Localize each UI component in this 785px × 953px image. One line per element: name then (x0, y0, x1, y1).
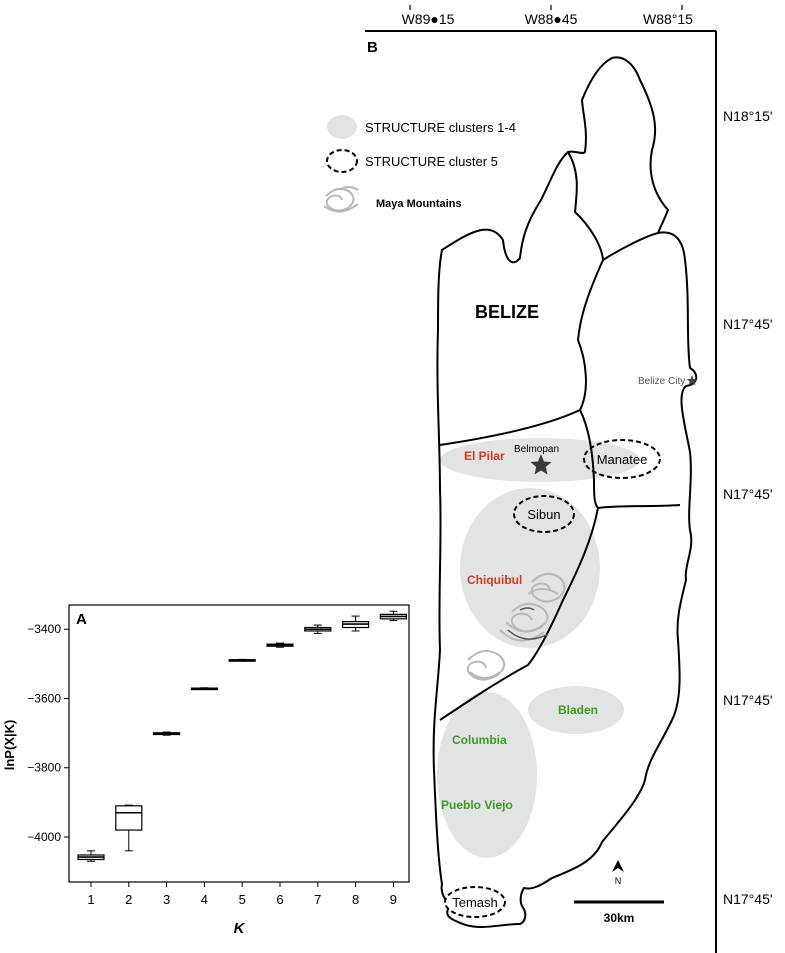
x-tick-label: 3 (163, 892, 170, 907)
top-axis-label: W88●45 (525, 11, 578, 27)
district-boundary-belize (579, 409, 681, 510)
top-axis-label: W88°15 (643, 11, 693, 27)
north-arrow-icon: N (612, 860, 624, 886)
site-label-pueblo-viejo: Pueblo Viejo (441, 798, 513, 812)
district-boundary-cayo (439, 259, 604, 446)
right-axis-label: N18°15' (723, 108, 773, 124)
panel-b-map: W89●15 W88●45 W88°15 N18°15' N17°45' N17… (323, 5, 773, 953)
maya-mountains-icon (466, 572, 566, 681)
y-tick-label: −3800 (27, 761, 61, 775)
box-k5 (228, 658, 256, 662)
box-iqr (115, 805, 143, 831)
country-label: BELIZE (475, 302, 539, 322)
belmopan-label: Belmopan (514, 444, 559, 455)
site-label-temash: Temash (452, 895, 498, 910)
panel-b-letter: B (367, 39, 378, 56)
box-k1 (77, 850, 105, 862)
x-axis-ticks: 1 2 3 4 5 6 7 8 9 (87, 882, 397, 907)
box-k6 (266, 642, 294, 648)
site-label-manatee: Manatee (597, 452, 648, 467)
right-axis-label: N17°45' (723, 891, 773, 907)
map-legend: STRUCTURE clusters 1-4 STRUCTURE cluster… (323, 115, 516, 213)
x-tick-label: 6 (276, 892, 283, 907)
x-axis-label: K (234, 920, 246, 937)
box-k3 (153, 731, 181, 736)
top-axis-label: W89●15 (402, 11, 455, 27)
x-tick-label: 5 (239, 892, 246, 907)
x-tick-label: 9 (390, 892, 397, 907)
panel-a-chart: A −3400 −3600 −3800 −4000 1 2 3 4 5 6 7 8 9 lnP(X|K… (2, 604, 410, 937)
district-boundary-stann-creek (439, 507, 599, 721)
scale-label: 30km (604, 911, 635, 925)
box-plot-series (77, 610, 407, 862)
site-label-sibun: Sibun (527, 507, 560, 522)
right-axis-label: N17°45' (723, 316, 773, 332)
site-label-el-pilar: El Pilar (464, 449, 505, 463)
north-label: N (615, 876, 622, 886)
y-tick-label: −3600 (27, 691, 61, 705)
district-boundary-north (567, 151, 659, 262)
cluster-region-bladen (528, 686, 624, 734)
chart-frame (68, 604, 410, 883)
legend-swatch-mountains-icon (323, 186, 359, 213)
y-tick-label: −4000 (27, 830, 61, 844)
x-tick-label: 1 (87, 892, 94, 907)
legend-label-mountains: Maya Mountains (376, 198, 462, 210)
right-axis-label: N17°45' (723, 692, 773, 708)
x-tick-label: 4 (201, 892, 208, 907)
y-axis-ticks: −3400 −3600 −3800 −4000 (27, 622, 69, 844)
box-k4 (190, 687, 218, 691)
panel-a-letter: A (76, 611, 87, 628)
box-k2 (115, 804, 143, 852)
legend-label-cluster-5: STRUCTURE cluster 5 (365, 154, 498, 169)
legend-label-clusters-1-4: STRUCTURE clusters 1-4 (365, 120, 516, 135)
cluster5-temash (444, 886, 506, 918)
cluster5-sibun (513, 495, 575, 533)
box-k9 (379, 610, 407, 622)
box-k8 (342, 615, 370, 632)
y-axis-label: lnP(X|K) (2, 720, 17, 771)
belize-outline (432, 56, 698, 928)
maya-mountains-shadow (507, 607, 549, 640)
belmopan-star-icon (530, 454, 552, 475)
x-tick-label: 2 (125, 892, 132, 907)
box-k7 (304, 624, 332, 634)
site-label-chiquibul: Chiquibul (467, 573, 522, 587)
right-axis-label: N17°45' (723, 486, 773, 502)
belize-city-star-icon (686, 375, 698, 386)
site-label-columbia: Columbia (452, 733, 507, 747)
cluster-region-columbia (437, 692, 537, 858)
x-tick-label: 7 (314, 892, 321, 907)
legend-swatch-clusters-1-4 (327, 115, 357, 139)
site-label-bladen: Bladen (558, 703, 598, 717)
x-tick-label: 8 (352, 892, 359, 907)
cluster5-manatee (583, 439, 661, 479)
legend-swatch-cluster-5 (326, 149, 358, 173)
y-tick-label: −3400 (27, 622, 61, 636)
belize-city-label: Belize City (638, 376, 685, 387)
